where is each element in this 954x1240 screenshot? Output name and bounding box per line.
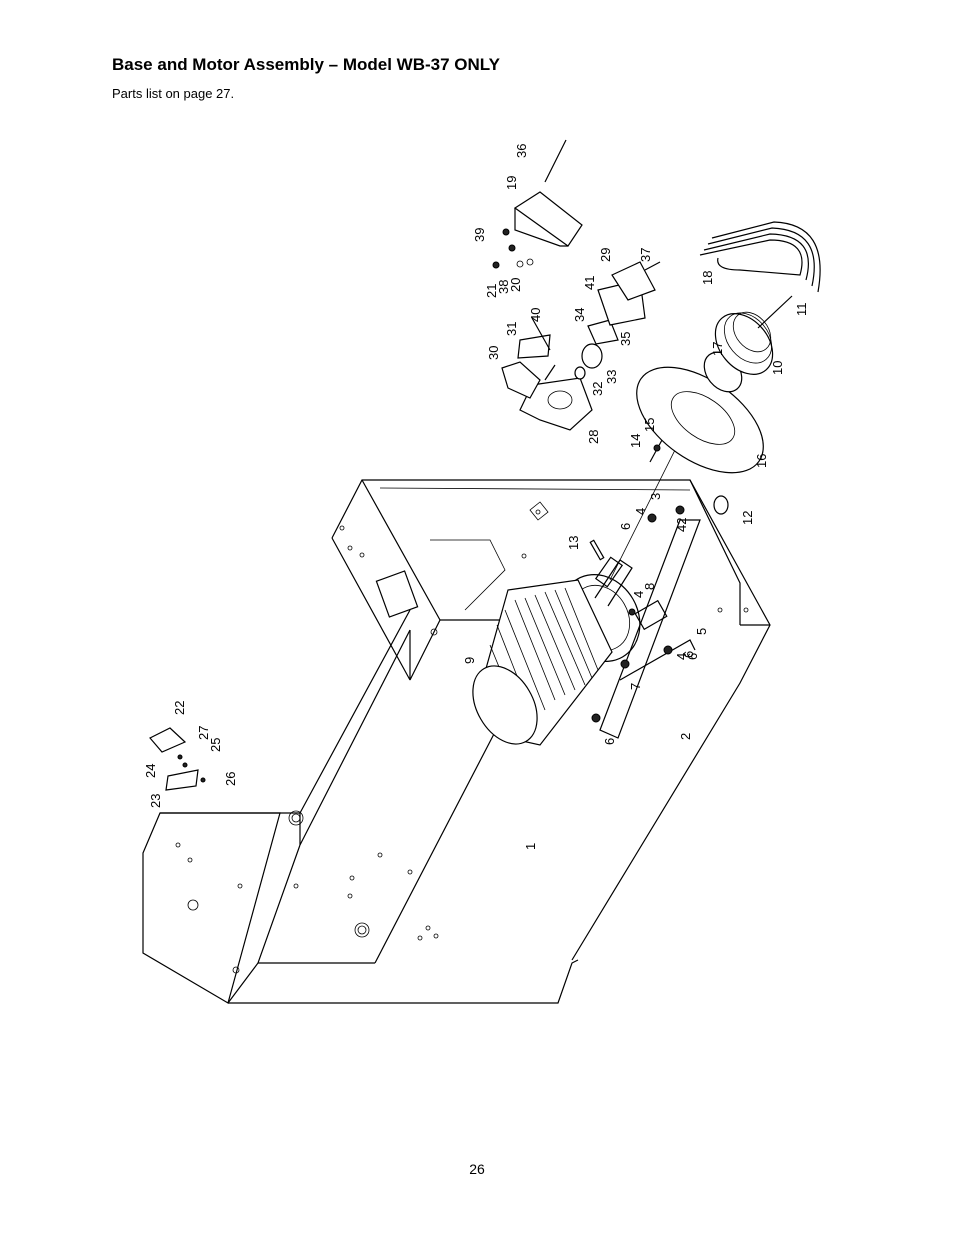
callout-34: 34 <box>572 308 587 322</box>
callout-29: 29 <box>598 248 613 262</box>
callout-42: 42 <box>674 518 689 532</box>
callout-1: 1 <box>523 843 538 850</box>
callout-26: 26 <box>223 772 238 786</box>
callout-6d: 6 <box>681 651 696 658</box>
belts-part-18 <box>699 221 821 293</box>
callout-15: 15 <box>642 418 657 432</box>
page-title: Base and Motor Assembly – Model WB-37 ON… <box>112 55 500 74</box>
callout-16: 16 <box>754 454 769 468</box>
callout-17: 17 <box>710 342 725 356</box>
page-subtitle: Parts list on page 27. <box>112 86 235 101</box>
callout-20: 20 <box>508 278 523 292</box>
callout-33: 33 <box>604 370 619 384</box>
callout-6c: 6 <box>602 738 617 745</box>
callout-39: 39 <box>472 228 487 242</box>
callout-3: 3 <box>648 493 663 500</box>
callout-10: 10 <box>770 361 785 375</box>
callout-18: 18 <box>700 271 715 285</box>
callout-12: 12 <box>740 511 755 525</box>
callout-7: 7 <box>628 683 643 690</box>
callout-14: 14 <box>628 434 643 448</box>
switch-parts <box>149 727 206 791</box>
callout-30: 30 <box>486 346 501 360</box>
callout-41: 41 <box>582 276 597 290</box>
callout-4b: 4 <box>631 591 646 598</box>
callout-19: 19 <box>504 176 519 190</box>
page-number: 26 <box>469 1161 485 1177</box>
callout-11: 11 <box>794 303 809 317</box>
gear-32-33 <box>574 343 603 380</box>
callout-27: 27 <box>196 726 211 740</box>
callout-31: 31 <box>504 322 519 336</box>
callout-40: 40 <box>528 308 543 322</box>
callout-32: 32 <box>590 382 605 396</box>
callout-36: 36 <box>514 144 529 158</box>
plate-31 <box>517 334 551 359</box>
bracket-30 <box>501 361 541 399</box>
key-part-13 <box>589 539 605 561</box>
callout-37: 37 <box>638 248 653 262</box>
callout-24: 24 <box>143 764 158 778</box>
callout-35: 35 <box>618 332 633 346</box>
callout-22: 22 <box>172 701 187 715</box>
motor-mount <box>591 505 701 739</box>
cover-19 <box>513 191 583 247</box>
callout-8: 8 <box>642 583 657 590</box>
plate-34 <box>587 319 619 345</box>
callout-25: 25 <box>208 738 223 752</box>
shaft-36 <box>544 139 567 183</box>
callout-4a: 4 <box>633 508 648 515</box>
bolt-part-11 <box>757 295 793 329</box>
callout-4c: 4 <box>674 653 689 660</box>
callout-5: 5 <box>694 628 709 635</box>
callout-6b: 6 <box>685 653 700 660</box>
callout-2: 2 <box>678 733 693 740</box>
base-cabinet <box>142 479 771 1004</box>
callout-6a: 6 <box>618 523 633 530</box>
callout-13: 13 <box>566 536 581 550</box>
callout-21: 21 <box>484 284 499 298</box>
spacer-part-12 <box>713 495 729 515</box>
pulley-part-10 <box>714 311 774 375</box>
callout-28: 28 <box>586 430 601 444</box>
callout-9: 9 <box>462 657 477 664</box>
motor <box>472 556 641 746</box>
callout-38: 38 <box>496 280 511 294</box>
callout-23: 23 <box>148 794 163 808</box>
block-29 <box>611 261 656 301</box>
callout-labels: 1 2 3 4 4 4 5 6 6 6 6 7 8 9 10 11 12 13 … <box>143 144 809 850</box>
